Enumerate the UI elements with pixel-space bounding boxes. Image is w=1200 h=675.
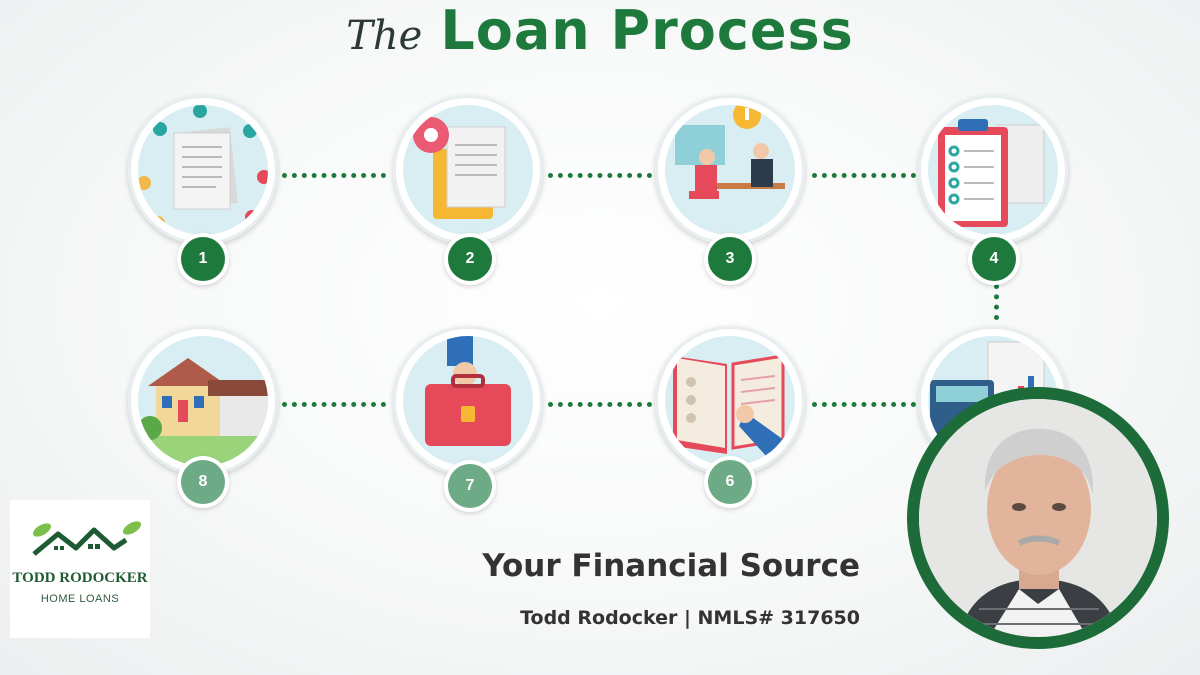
connector-1-2 — [282, 173, 386, 178]
open-book-icon — [673, 354, 795, 466]
clipboard-checklist-icon — [938, 119, 1045, 227]
step-2-illustration — [403, 105, 533, 235]
connector-4-5 — [994, 284, 999, 320]
portrait-photo — [919, 399, 1157, 637]
step-8-badge: 8 — [181, 460, 225, 504]
connector-6-7 — [548, 402, 652, 407]
step-7-circle — [393, 326, 543, 476]
page-title: The Loan Process — [0, 0, 1200, 70]
step-3-circle — [655, 95, 805, 245]
step-7-illustration — [403, 336, 533, 466]
connector-7-8 — [282, 402, 386, 407]
step-6-circle — [655, 326, 805, 476]
step-3-badge: 3 — [708, 237, 752, 281]
meeting-icon — [675, 105, 785, 199]
step-2-badge: 2 — [448, 237, 492, 281]
briefcase-icon — [425, 336, 511, 446]
step-1-badge: 1 — [181, 237, 225, 281]
documents-checklist-icon — [138, 105, 268, 230]
step-2-circle — [393, 95, 543, 245]
logo-subtitle: HOME LOANS — [40, 593, 120, 605]
house-icon — [138, 358, 268, 466]
connector-2-3 — [548, 173, 652, 178]
person-portrait-icon — [919, 399, 1157, 637]
step-7-badge: 7 — [448, 464, 492, 508]
portrait-frame — [907, 387, 1169, 649]
step-4-circle — [918, 95, 1068, 245]
step-1-circle — [128, 95, 278, 245]
step-6-illustration — [665, 336, 795, 466]
step-8-illustration — [138, 336, 268, 466]
tagline: Your Financial Source — [482, 548, 860, 584]
step-6-badge: 6 — [708, 460, 752, 504]
company-logo: TODD RODOCKER HOME LOANS — [10, 500, 150, 638]
connector-5-6 — [812, 402, 916, 407]
step-4-badge: 4 — [972, 237, 1016, 281]
title-prefix: The — [346, 13, 423, 59]
house-roof-leaves-icon — [32, 521, 142, 556]
step-1-illustration — [138, 105, 268, 235]
title-main: Loan Process — [440, 0, 854, 62]
connector-3-4 — [812, 173, 916, 178]
loan-officer-identity: Todd Rodocker | NMLS# 317650 — [520, 607, 860, 629]
step-4-illustration — [928, 105, 1058, 235]
step-3-illustration — [665, 105, 795, 235]
logo-name: TODD RODOCKER — [12, 570, 148, 586]
step-8-circle — [128, 326, 278, 476]
document-settings-icon — [413, 117, 506, 219]
